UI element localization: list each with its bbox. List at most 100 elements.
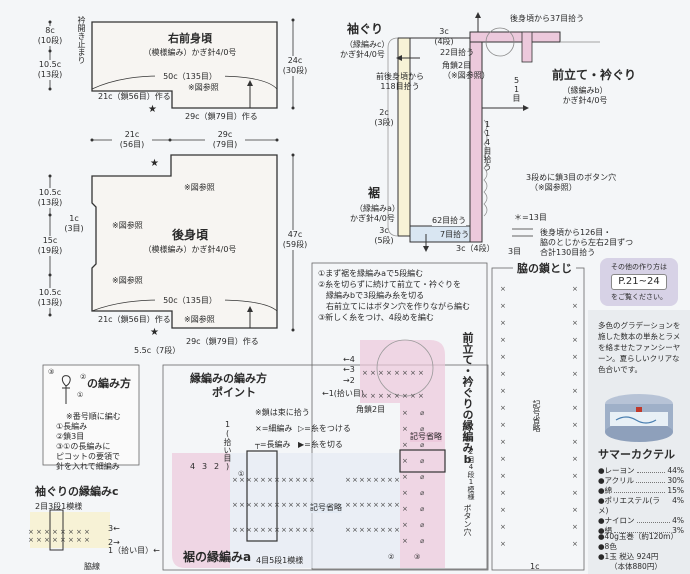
picot-line: ③①の長編みに bbox=[56, 442, 111, 451]
sc-stitch: × bbox=[500, 506, 506, 514]
sc-stitch: × bbox=[76, 536, 82, 544]
sc-stitch: × bbox=[362, 392, 368, 400]
fiber-pct: 4% bbox=[672, 496, 684, 505]
sc-stitch: × bbox=[309, 526, 315, 534]
pick-label: 1(拾い目) bbox=[223, 420, 232, 471]
sleeve-edging-title: 袖ぐりの縁編みc bbox=[35, 485, 119, 498]
legend-join: ▷=糸をつける bbox=[298, 424, 351, 433]
sc-stitch: × bbox=[239, 476, 245, 484]
sc-stitch: × bbox=[302, 501, 308, 509]
buttonhole-ref: （※図参照） bbox=[530, 183, 577, 192]
fiber-pct: 30% bbox=[667, 476, 684, 485]
sc-stitch: × bbox=[394, 476, 400, 484]
sc-stitch: × bbox=[402, 392, 408, 400]
sc-stitch: × bbox=[500, 285, 506, 293]
sc-stitch: × bbox=[309, 476, 315, 484]
chain-note: ※鎖は束に拾う bbox=[255, 408, 310, 417]
ch-stitch: ⌀ bbox=[420, 457, 425, 465]
info-line2: をご覧ください。 bbox=[611, 293, 667, 301]
back-top-right: 29c(79目) bbox=[205, 130, 245, 150]
composition-row: ポリエステル(ラメ)4% bbox=[598, 496, 684, 516]
sc-stitch: × bbox=[232, 476, 238, 484]
picot-icon bbox=[58, 374, 76, 404]
composition-row: 綿15% bbox=[598, 486, 684, 496]
yarn-description: 多色のグラデーションを施した数本の単糸とラメを絡ませたファンシーヤーン。夏らしい… bbox=[598, 321, 681, 374]
sc-stitch: × bbox=[239, 526, 245, 534]
rf-height: 24c(30段) bbox=[280, 56, 310, 76]
sc-stitch: × bbox=[352, 501, 358, 509]
ch-stitch: ⌀ bbox=[420, 505, 425, 513]
rf-left-mid: 10.5c(13段) bbox=[32, 60, 68, 80]
sc-stitch: × bbox=[370, 369, 376, 377]
sc-stitch: × bbox=[380, 501, 386, 509]
sc-stitch: × bbox=[572, 336, 578, 344]
sc-stitch: × bbox=[288, 501, 294, 509]
sc-stitch: × bbox=[387, 526, 393, 534]
sc-stitch: × bbox=[402, 409, 408, 417]
buttonhole-note: 3段めに鎖3目のボタン穴 bbox=[526, 173, 617, 182]
step-line: ③新しく糸をつけ、4段めを編む bbox=[318, 313, 434, 322]
sc-stitch: × bbox=[572, 353, 578, 361]
sc-stitch: × bbox=[572, 506, 578, 514]
sc-stitch: × bbox=[267, 501, 273, 509]
back-ref-4: ※図参照 bbox=[184, 315, 215, 324]
picot-label-2: ② bbox=[80, 373, 87, 381]
row-num-2: 2 bbox=[214, 462, 220, 471]
sc-stitch: × bbox=[572, 489, 578, 497]
back-star-2: ★ bbox=[150, 327, 159, 338]
sc-stitch: × bbox=[394, 501, 400, 509]
sc-stitch: × bbox=[281, 526, 287, 534]
sleeve-depth: 2c(3段) bbox=[374, 108, 394, 127]
sc-stitch: × bbox=[246, 526, 252, 534]
marker-2: ② bbox=[388, 553, 395, 561]
picot-label-1: ① bbox=[77, 391, 84, 399]
sc-stitch: × bbox=[500, 455, 506, 463]
leader-dots bbox=[636, 516, 671, 523]
yarn-price: 1玉 税込 924円 bbox=[598, 552, 659, 562]
pick-114: 114目拾う bbox=[483, 120, 492, 171]
sc-stitch: × bbox=[500, 319, 506, 327]
ch-stitch: ⌀ bbox=[420, 425, 425, 433]
sc-stitch: × bbox=[387, 476, 393, 484]
sc-stitch: × bbox=[253, 501, 259, 509]
pick-7: 7目拾う bbox=[440, 230, 470, 239]
side-seam-omit: 記号省略 bbox=[532, 400, 541, 432]
sc-stitch: × bbox=[394, 369, 400, 377]
sc-stitch: × bbox=[274, 501, 280, 509]
step-line: ②糸を切らずに続けて前立て・衿ぐりを bbox=[318, 280, 462, 289]
sc-stitch: × bbox=[260, 476, 266, 484]
total-line2: 脇のとじから左右2目ずつ bbox=[540, 238, 634, 247]
row-3: ←3 bbox=[343, 365, 355, 374]
fiber-name: レーヨン bbox=[598, 466, 635, 476]
sc-stitch: × bbox=[572, 285, 578, 293]
back-bottom-depth: 5.5c（7段） bbox=[134, 346, 181, 355]
sc-stitch: × bbox=[572, 404, 578, 412]
sc-stitch: × bbox=[281, 476, 287, 484]
sc-stitch: × bbox=[84, 536, 90, 544]
fiber-pct: 15% bbox=[667, 486, 684, 495]
sc-stitch: × bbox=[352, 476, 358, 484]
info-pages[interactable]: P.21~24 bbox=[600, 274, 678, 290]
pick-22: 22目拾う bbox=[440, 48, 475, 57]
sc-stitch: × bbox=[500, 472, 506, 480]
sc-stitch: × bbox=[386, 392, 392, 400]
rf-chain-left: 21c（鎖56目）作る bbox=[98, 92, 171, 101]
sc-stitch: × bbox=[380, 476, 386, 484]
sc-stitch: × bbox=[52, 528, 58, 536]
sc-stitch: × bbox=[370, 392, 376, 400]
fiber-pct: 44% bbox=[667, 466, 684, 475]
picot-line: ピコットの要領で bbox=[56, 452, 120, 461]
sc-stitch: × bbox=[366, 476, 372, 484]
picot-line: ①長編み bbox=[56, 422, 88, 431]
sc-stitch: × bbox=[402, 425, 408, 433]
sc-stitch: × bbox=[260, 501, 266, 509]
sc-stitch: × bbox=[28, 536, 34, 544]
sc-stitch: × bbox=[246, 501, 252, 509]
rf-width: 50c（135目） bbox=[155, 72, 225, 82]
sc-stitch: × bbox=[410, 392, 416, 400]
fiber-name: 絹 bbox=[598, 526, 613, 536]
ch-stitch: ⌀ bbox=[420, 537, 425, 545]
back-pick-37: 後身頃から37目拾う bbox=[510, 14, 585, 23]
